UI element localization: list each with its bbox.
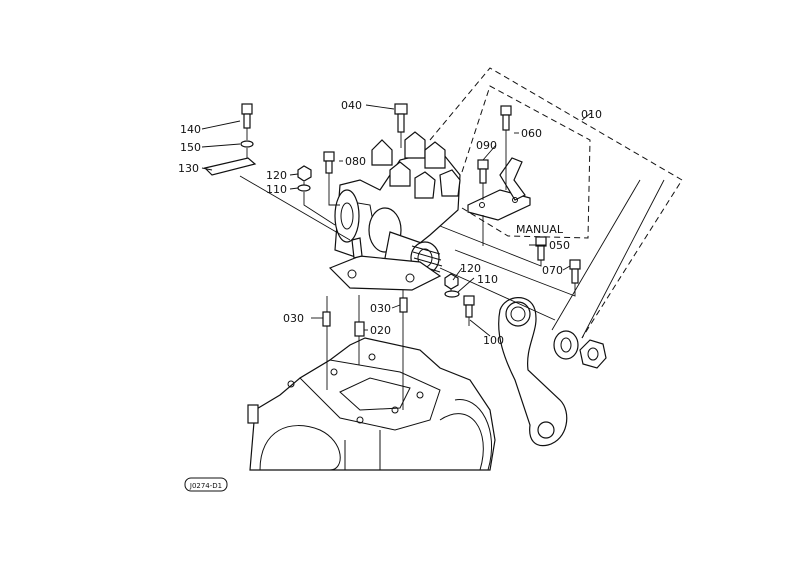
callout-130: 130 (178, 162, 199, 175)
callout-030-right: 030 (370, 302, 391, 315)
nut-120-left (297, 165, 312, 182)
pitman-arm (498, 297, 568, 447)
callout-010: 010 (581, 108, 602, 121)
washer (553, 330, 579, 360)
bolt-090 (477, 159, 489, 184)
callout-030-left: 030 (283, 312, 304, 325)
callout-060: 060 (521, 127, 542, 140)
plate-130 (203, 157, 257, 176)
transmission-case (247, 337, 496, 471)
callout-020: 020 (370, 324, 391, 337)
bolt-060 (500, 105, 512, 131)
callout-140: 140 (180, 123, 201, 136)
hex-nut (579, 339, 607, 369)
assembly-lines (239, 128, 665, 410)
bolt-070 (569, 259, 581, 284)
washer-110-right (444, 290, 460, 298)
callout-070: 070 (542, 264, 563, 277)
stud-030-right (399, 297, 408, 313)
washer-150 (240, 140, 254, 148)
bolt-050 (535, 236, 547, 261)
washer-110-left (297, 184, 311, 192)
bolt-040 (394, 103, 408, 133)
manual-steering-bracket (467, 157, 531, 221)
callout-040: 040 (341, 99, 362, 112)
callout-110-right: 110 (477, 273, 498, 286)
drawing-reference-text: J0274-D1 (189, 482, 222, 490)
manual-label: MANUAL (516, 223, 564, 236)
callout-120-right: 120 (460, 262, 481, 275)
stud-030-left (322, 311, 331, 327)
bolt-100 (463, 295, 475, 318)
callout-labels: 010 020 030 030 040 050 060 070 080 090 … (178, 99, 602, 347)
callout-110-left: 110 (266, 183, 287, 196)
power-steering-valve (328, 131, 461, 291)
pin-020 (354, 321, 365, 337)
callout-050: 050 (549, 239, 570, 252)
callout-090: 090 (476, 139, 497, 152)
drawing-reference-stamp: J0274-D1 (184, 477, 228, 492)
bolt-080 (323, 151, 335, 174)
kit-010-outline (429, 67, 683, 339)
callout-100: 100 (483, 334, 504, 347)
callout-pointers (201, 104, 592, 337)
callout-080: 080 (345, 155, 366, 168)
callout-150: 150 (180, 141, 201, 154)
callout-120-left: 120 (266, 169, 287, 182)
bolt-140 (241, 103, 253, 129)
